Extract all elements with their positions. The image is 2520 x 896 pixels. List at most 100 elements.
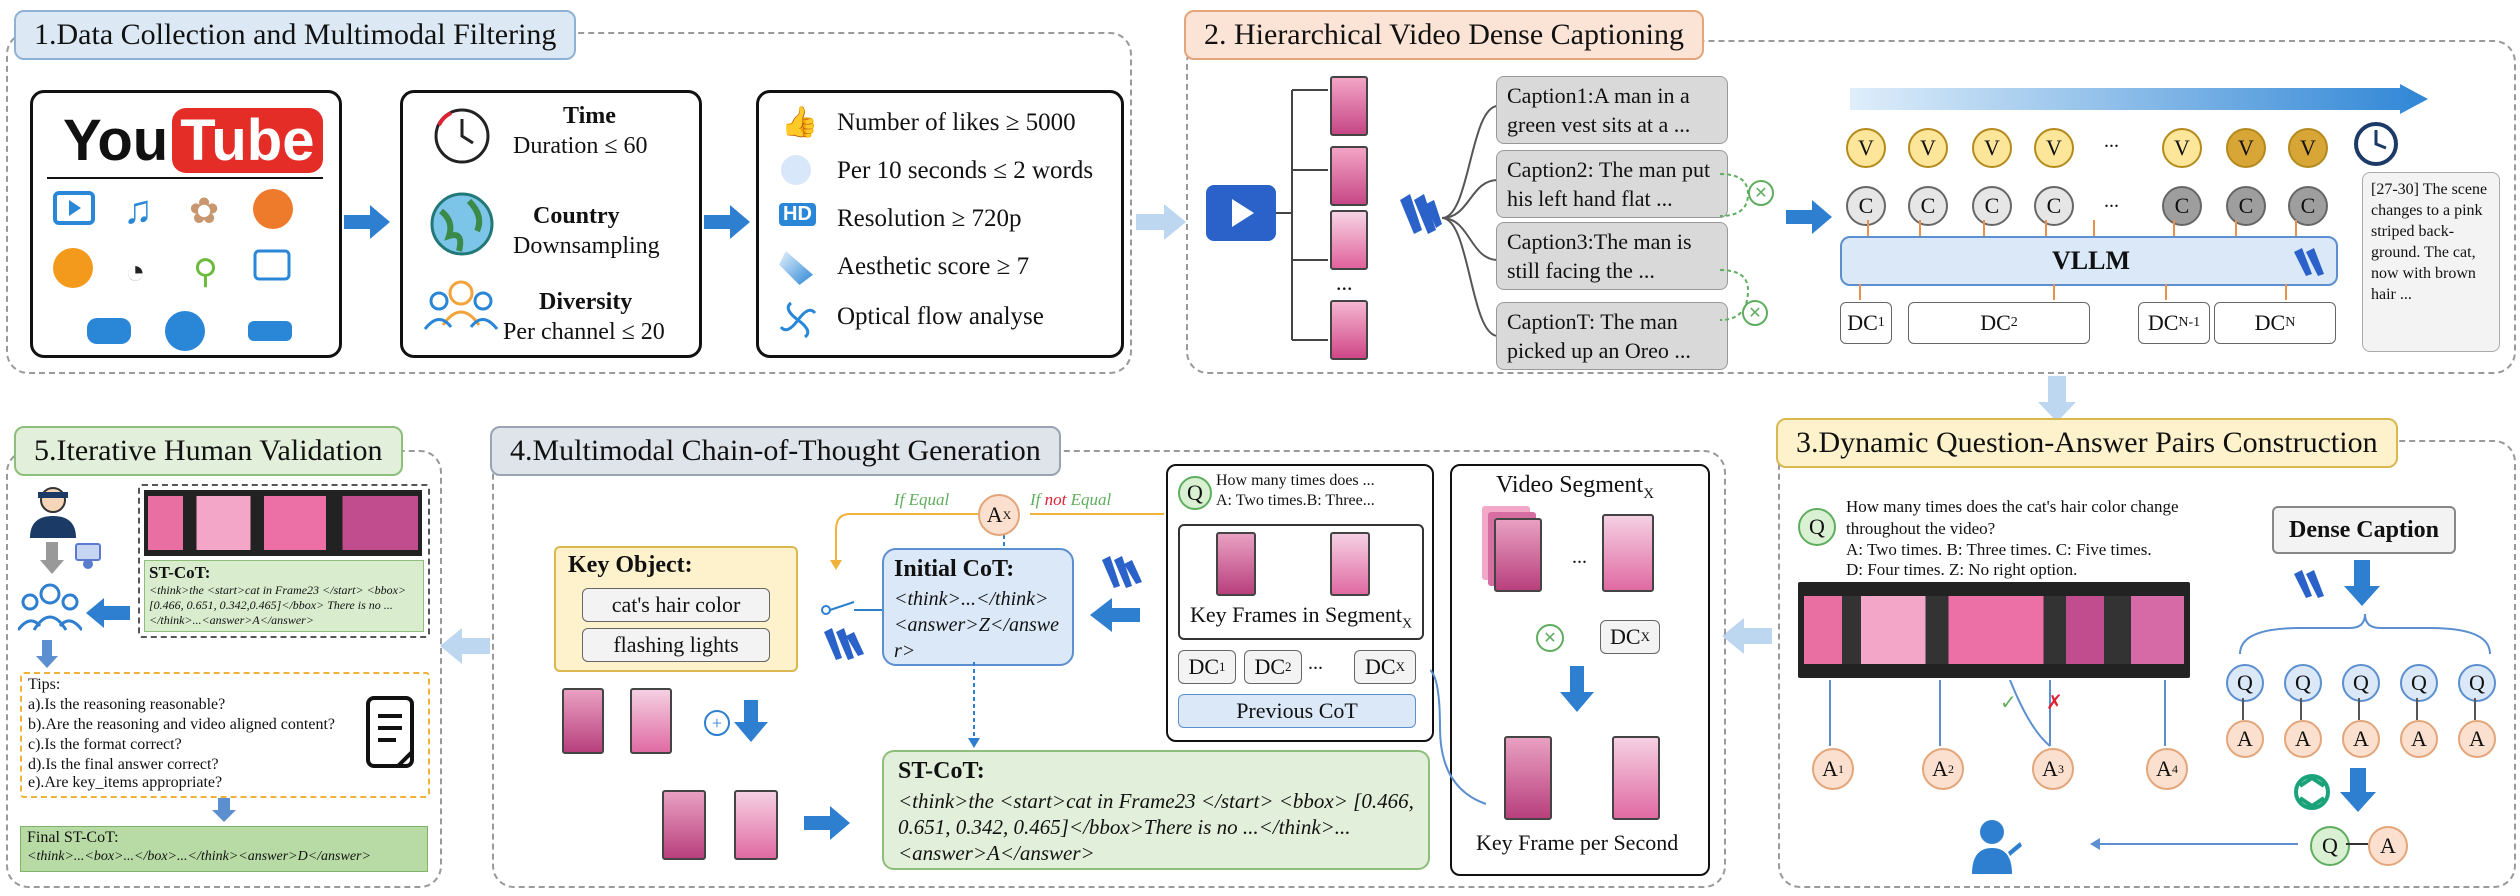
key-frame-2 [1330, 532, 1370, 596]
mllm-logo-icon [1102, 556, 1142, 588]
v-token: V [1846, 128, 1886, 168]
stcot-frame-2 [734, 790, 778, 860]
initial-cot-box: Initial CoT: <think>...</think> <answer>… [882, 548, 1074, 666]
segment-to-prompt-link [1430, 669, 1487, 805]
aesthetic-icon [779, 251, 813, 285]
arrow-4-to-5 [440, 628, 490, 664]
graduation-icon [165, 311, 205, 351]
cross-mark: ✗ [2046, 692, 2063, 714]
review-stcot-box: ST-CoT: <think>the <start>cat in Frame23… [144, 560, 424, 632]
v-token: V [2288, 128, 2328, 168]
initial-cot-body: <think>...</think> <answer>Z</answer> [894, 588, 1059, 662]
qa-link [2358, 698, 2360, 720]
reviewer-icon [30, 487, 76, 538]
key-object-box: Key Object: cat's hair color flashing li… [554, 546, 798, 672]
v-token: V [1972, 128, 2012, 168]
time-value: Duration ≤ 60 [513, 133, 648, 159]
kfps-label: Key Frame per Second [1476, 830, 1679, 855]
team-down-arrow [36, 640, 58, 668]
qa-a-node: A [2284, 720, 2322, 758]
qa-brace [2239, 614, 2491, 655]
key-frame-1 [1216, 532, 1256, 596]
final-stcot-body: <think>...<box>...</box>...</think><answ… [27, 849, 371, 864]
merge-check-icon-1: ✕ [1748, 180, 1774, 206]
annotator-link [2090, 838, 2298, 850]
vc-dots: ... [2104, 130, 2119, 152]
cot-logo-icon [824, 628, 864, 660]
dense-caption-box: Dense Caption [2272, 506, 2456, 554]
ax-branch-lines [830, 513, 1164, 570]
cot-down-dash [968, 662, 980, 748]
vllm-label: VLLM [2052, 246, 2130, 275]
arrow-3-to-4 [1722, 618, 1772, 654]
merge-check-icon-2: ✕ [1742, 300, 1768, 326]
prompt-q-text-2: A: Two times.B: Three... [1216, 492, 1375, 509]
diversity-value: Per channel ≤ 20 [503, 319, 665, 345]
arrow-to-vllm [1786, 200, 1832, 234]
gamepad-icon [87, 318, 131, 344]
bracket-lines [1276, 89, 1328, 341]
stcot-box: ST-CoT: <think>the <start>cat in Frame23… [882, 750, 1430, 870]
section2-title: 2. Hierarchical Video Dense Captioning [1184, 10, 1704, 60]
paw-icon: ✿ [189, 191, 219, 231]
timer-icon [2354, 122, 2398, 166]
arrow-to-initial-cot [1090, 598, 1140, 632]
v-token: V [2162, 128, 2202, 168]
model-logo-icon [1400, 194, 1442, 234]
qa-link [2416, 698, 2418, 720]
tip-a: a).Is the reasoning reasonable? [28, 696, 226, 713]
clock-icon [434, 108, 490, 164]
if-not-equal-label: If not Equal [1030, 490, 1112, 509]
qa-a-node: A [2226, 720, 2264, 758]
qa-lines [1829, 680, 2166, 747]
section4-title: 4.Multimodal Chain-of-Thought Generation [490, 426, 1061, 476]
caption-connectors [1441, 105, 1499, 337]
qa-q-node: Q [2400, 664, 2438, 702]
question-text: How many times does the cat's hair color… [1846, 497, 2179, 538]
section1-title: 1.Data Collection and Multimodal Filteri… [14, 10, 577, 60]
arrow-1b [704, 205, 750, 239]
options-line-2: D: Four times. Z: No right option. [1846, 560, 2078, 579]
kfps-frame-2 [1612, 736, 1660, 820]
country-heading: Country [533, 203, 620, 229]
stcot-frame-1 [662, 790, 706, 860]
key-frames-label: Key Frames in SegmentX [1190, 602, 1413, 632]
basketball-icon [253, 189, 293, 229]
initial-cot-heading: Initial CoT: [894, 556, 1015, 582]
filmstrip [1798, 582, 2190, 678]
key-object-2: flashing lights [582, 628, 770, 662]
filter-words: Per 10 seconds ≤ 2 words [837, 157, 1094, 184]
arrow-to-stcot [804, 806, 850, 840]
video-icon [53, 191, 95, 225]
plus-down-arrow [734, 700, 768, 742]
dense-logo-icon [2294, 570, 2324, 598]
review-frames [148, 496, 418, 550]
switch-icon [821, 601, 882, 615]
runner-icon [53, 248, 93, 288]
final-a: A [2368, 826, 2408, 866]
section3-title: 3.Dynamic Question-Answer Pairs Construc… [1776, 418, 2398, 468]
review-stcot-heading: ST-CoT: [149, 563, 211, 582]
c-token: C [2162, 186, 2202, 226]
prompt-q-icon: Q [1178, 476, 1212, 510]
globe-icon [430, 192, 494, 256]
thumbs-up-icon: 👍 [781, 106, 819, 139]
stcot-body: <think>the <start>cat in Frame23 </start… [898, 789, 1414, 865]
qa-a-node: A [2400, 720, 2438, 758]
c-token: C [2226, 186, 2266, 226]
hd-icon: HD [779, 203, 816, 226]
frame-stack-2 [1330, 146, 1368, 206]
segment-merge-icon: ✕ [1536, 624, 1564, 652]
vllm-block: VLLM [1840, 236, 2338, 286]
section4-frame [492, 450, 1726, 888]
